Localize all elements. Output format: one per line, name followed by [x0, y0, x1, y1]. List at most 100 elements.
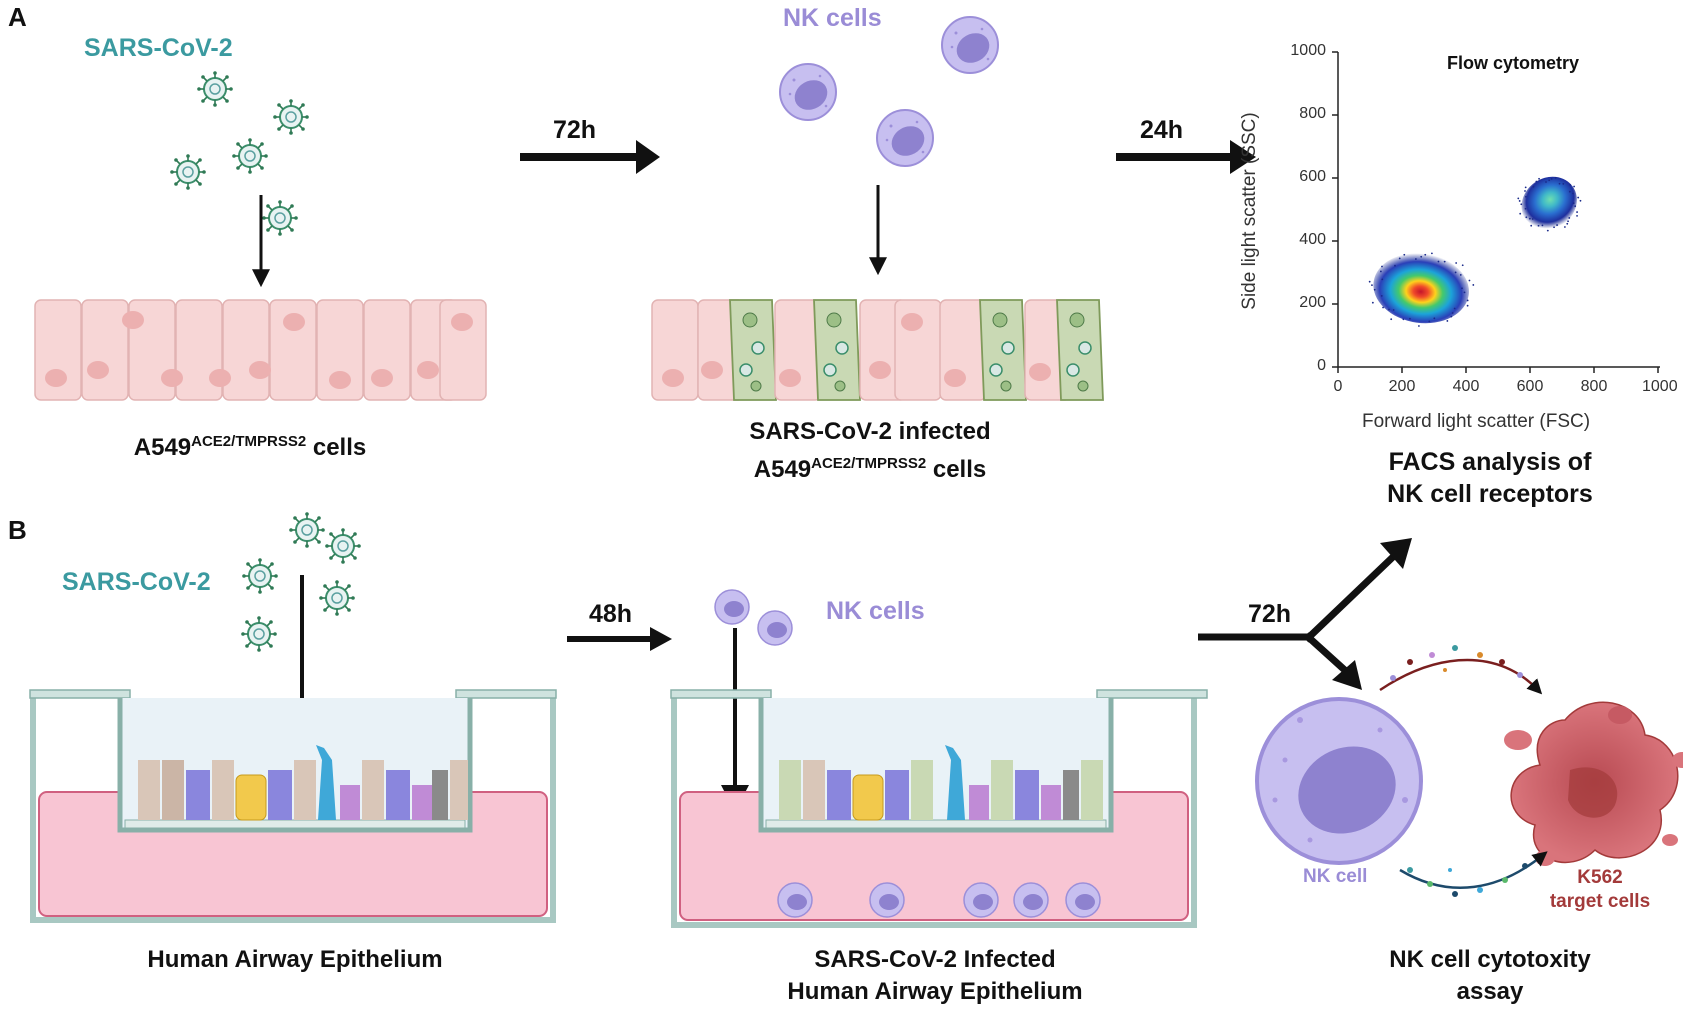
cytotoxicity-assay-caption: NK cell cytotoxity assay — [1340, 944, 1640, 1008]
k562-label-line2: target cells — [1549, 891, 1651, 912]
flow-outlier-point — [1433, 317, 1436, 320]
flow-outlier-point — [1451, 312, 1454, 314]
flow-outlier-point — [1548, 179, 1551, 182]
flow-outlier-point — [1563, 226, 1566, 228]
x-tick-label: 1000 — [1642, 378, 1678, 395]
panel-a-time-72h: 72h — [553, 116, 597, 144]
flow-outlier-point — [1576, 211, 1578, 213]
panel-a-virus-label: SARS-CoV-2 — [84, 34, 233, 62]
k562-target-cells — [1504, 701, 1683, 866]
flow-outlier-point — [1572, 202, 1575, 205]
flow-outlier-point — [1403, 253, 1406, 256]
assay-caption-line1: NK cell cytotoxity — [1389, 946, 1591, 973]
facs-caption: FACS analysis of NK cell receptors — [1260, 446, 1683, 510]
x-tick-label: 800 — [1580, 378, 1608, 395]
flow-outlier-point — [1455, 262, 1458, 264]
flow-outlier-point — [1382, 306, 1384, 309]
flow-outlier-point — [1524, 186, 1527, 189]
flow-outlier-point — [1528, 217, 1531, 220]
flow-plot — [1332, 51, 1660, 373]
panel-a-time-24h: 24h — [1140, 116, 1184, 144]
panel-b-virus-label: SARS-CoV-2 — [62, 568, 211, 596]
flow-outlier-point — [1550, 177, 1553, 180]
flow-outlier-point — [1380, 294, 1383, 297]
x-tick-label: 400 — [1452, 378, 1480, 395]
flow-plot-ylabel: Side light scatter (SSC) — [1239, 112, 1260, 310]
flow-outlier-point — [1418, 325, 1420, 327]
flow-outlier-point — [1574, 205, 1577, 208]
flow-population-1 — [1373, 253, 1469, 324]
flow-outlier-point — [1569, 183, 1572, 186]
flow-outlier-point — [1531, 218, 1534, 220]
flow-outlier-point — [1556, 224, 1558, 226]
flow-outlier-point — [1566, 222, 1569, 225]
flow-outlier-point — [1428, 320, 1431, 323]
flow-outlier-point — [1388, 308, 1390, 311]
y-tick-label: 400 — [1299, 231, 1326, 248]
hae-caption: Human Airway Epithelium — [147, 946, 443, 973]
flow-outlier-point — [1546, 229, 1549, 232]
y-tick-label: 600 — [1299, 168, 1326, 185]
flow-outlier-point — [1373, 288, 1376, 291]
flow-outlier-point — [1402, 318, 1405, 321]
panel-a-letter: A — [8, 2, 27, 32]
flow-outlier-point — [1424, 253, 1427, 256]
flow-population-2 — [1521, 176, 1577, 230]
panel-b-time-48h: 48h — [589, 600, 633, 628]
flow-outlier-point — [1466, 304, 1469, 307]
flow-outlier-point — [1381, 265, 1383, 268]
flow-outlier-point — [1577, 196, 1580, 199]
a549-caption: A549ACE2/TMPRSS2 cells — [133, 433, 367, 461]
panel-a-arrow-24h-head — [1230, 140, 1256, 174]
flow-outlier-point — [1572, 192, 1574, 195]
flow-outlier-point — [1525, 216, 1528, 219]
flow-outlier-point — [1408, 317, 1411, 320]
flow-outlier-point — [1554, 176, 1557, 179]
infected-hae-caption: SARS-CoV-2 Infected Human Airway Epithel… — [700, 944, 1170, 1008]
flow-outlier-point — [1414, 258, 1417, 260]
flow-outlier-point — [1453, 307, 1456, 310]
a549-epithelium — [34, 299, 487, 401]
big-nk-cell — [1255, 697, 1423, 865]
flow-plot-xlabel: Forward light scatter (FSC) — [1362, 411, 1591, 432]
flow-outlier-point — [1535, 180, 1538, 183]
y-tick-label: 800 — [1299, 105, 1326, 122]
flow-outlier-point — [1368, 280, 1371, 283]
panel-b-letter: B — [8, 515, 27, 545]
y-tick-label: 1000 — [1290, 42, 1326, 59]
y-tick-label: 0 — [1317, 357, 1326, 374]
flow-outlier-point — [1371, 301, 1374, 304]
flow-outlier-point — [1537, 224, 1540, 227]
facs-caption-line1: FACS analysis of — [1388, 448, 1592, 476]
flow-outlier-point — [1398, 257, 1401, 260]
cytotoxic-granule-arrows — [1379, 645, 1548, 897]
flow-outlier-point — [1454, 271, 1457, 274]
nk-cell-label: NK cell — [1303, 866, 1368, 887]
airway-cells-1 — [138, 745, 468, 821]
flow-outlier-point — [1532, 185, 1535, 188]
flow-outlier-point — [1573, 185, 1576, 188]
flow-outlier-point — [1538, 177, 1540, 180]
x-tick-label: 600 — [1516, 378, 1544, 395]
flow-outlier-point — [1461, 287, 1463, 290]
airway-cells-2 — [779, 745, 1103, 821]
flow-outlier-point — [1392, 309, 1395, 311]
panel-b-time-72h: 72h — [1248, 600, 1292, 628]
infected-a549-caption-line2: A549ACE2/TMPRSS2 cells — [753, 455, 987, 483]
flow-outlier-point — [1461, 264, 1464, 267]
flow-outlier-point — [1431, 252, 1433, 255]
flow-outlier-point — [1520, 203, 1523, 206]
flow-outlier-point — [1437, 260, 1440, 263]
infected-a549-caption-line1: SARS-CoV-2 infected — [749, 418, 991, 445]
flow-outlier-point — [1381, 278, 1384, 281]
panel-b-nk-cells-top — [714, 589, 793, 646]
flow-outlier-point — [1420, 255, 1423, 258]
panel-a-virus-particles — [169, 70, 310, 237]
flow-outlier-point — [1545, 181, 1547, 183]
flow-outlier-point — [1524, 207, 1527, 210]
y-tick-label: 200 — [1299, 294, 1326, 311]
flow-outlier-point — [1524, 195, 1527, 198]
flow-outlier-point — [1541, 224, 1544, 227]
flow-outlier-point — [1568, 190, 1571, 193]
